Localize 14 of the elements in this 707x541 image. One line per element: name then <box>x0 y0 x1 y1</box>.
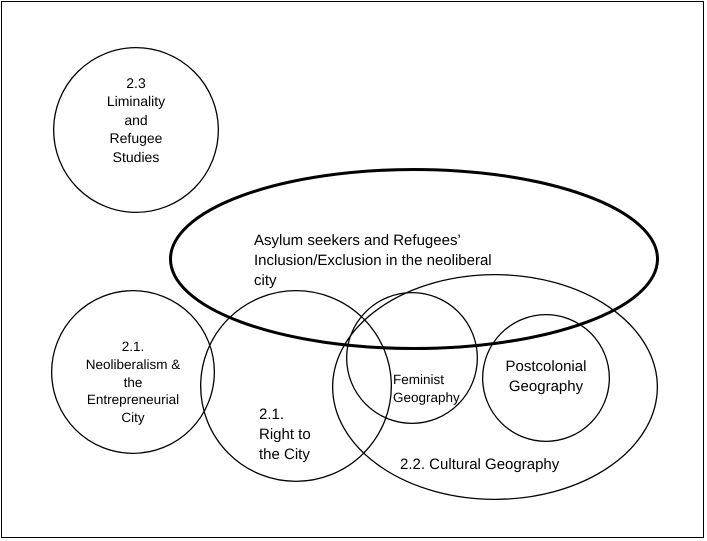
topic-circle <box>346 292 478 424</box>
topic-label: Asylum seekers and Refugees’ Inclusion/Exclusion in the neoliberal city <box>254 231 493 290</box>
topic-label: 2.1. Neoliberalism & the Entrepreneurial City <box>84 338 182 428</box>
topic-circle <box>53 47 219 213</box>
topic-ellipse <box>169 168 659 350</box>
topic-circle <box>51 290 215 454</box>
topic-label: Postcolonial Geography <box>504 357 588 397</box>
topic-label: 2.2. Cultural Geography <box>400 455 560 475</box>
topic-label: Feminist Geography <box>393 371 461 407</box>
topic-label: 2.1. Right to the City <box>259 405 312 464</box>
topic-circle <box>482 314 610 442</box>
topic-ellipse <box>332 274 658 500</box>
topic-label: 2.3 Liminality and Refugee Studies <box>106 74 166 166</box>
topic-circle <box>200 290 392 482</box>
